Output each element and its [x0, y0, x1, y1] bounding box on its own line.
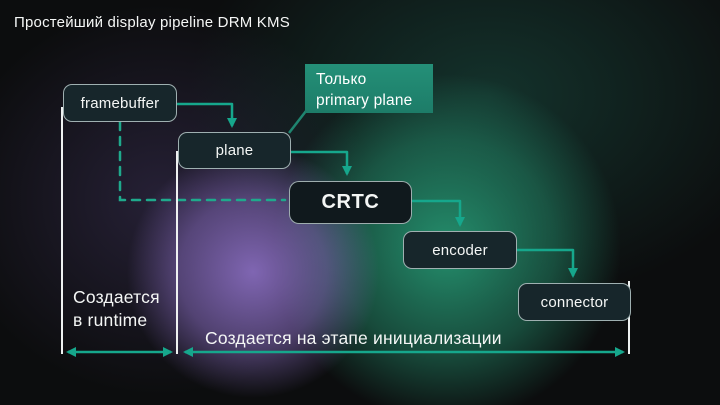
runtime-label-line1: Создается [73, 287, 160, 307]
edge-framebuffer-crtc-dashed [118, 120, 287, 202]
callout-primary-plane: Только primary plane [305, 64, 433, 113]
edge-crtc-encoder-arrow [412, 199, 465, 227]
callout-pointer-line [288, 110, 307, 134]
node-plane: plane [178, 132, 291, 169]
callout-line1: Только [316, 71, 367, 88]
slide-title: Простейший display pipeline DRM KMS [14, 14, 290, 31]
edge-plane-crtc-arrow [291, 150, 352, 176]
runtime-label: Создается в runtime [73, 286, 160, 332]
edge-encoder-connector-arrow [517, 248, 578, 278]
node-plane-label: plane [215, 142, 254, 159]
node-encoder: encoder [403, 231, 517, 269]
runtime-label-line2: в runtime [73, 310, 148, 330]
node-framebuffer-label: framebuffer [80, 94, 160, 112]
init-label: Создается на этапе инициализации [205, 328, 502, 348]
node-encoder-label: encoder [432, 241, 488, 259]
node-framebuffer: framebuffer [63, 84, 177, 122]
callout-line2: primary plane [316, 92, 413, 109]
edge-framebuffer-plane-arrow [177, 102, 237, 128]
node-connector-label: connector [540, 293, 609, 311]
node-crtc-label: CRTC [321, 191, 380, 213]
node-crtc: CRTC [289, 181, 412, 224]
node-connector: connector [518, 283, 631, 321]
